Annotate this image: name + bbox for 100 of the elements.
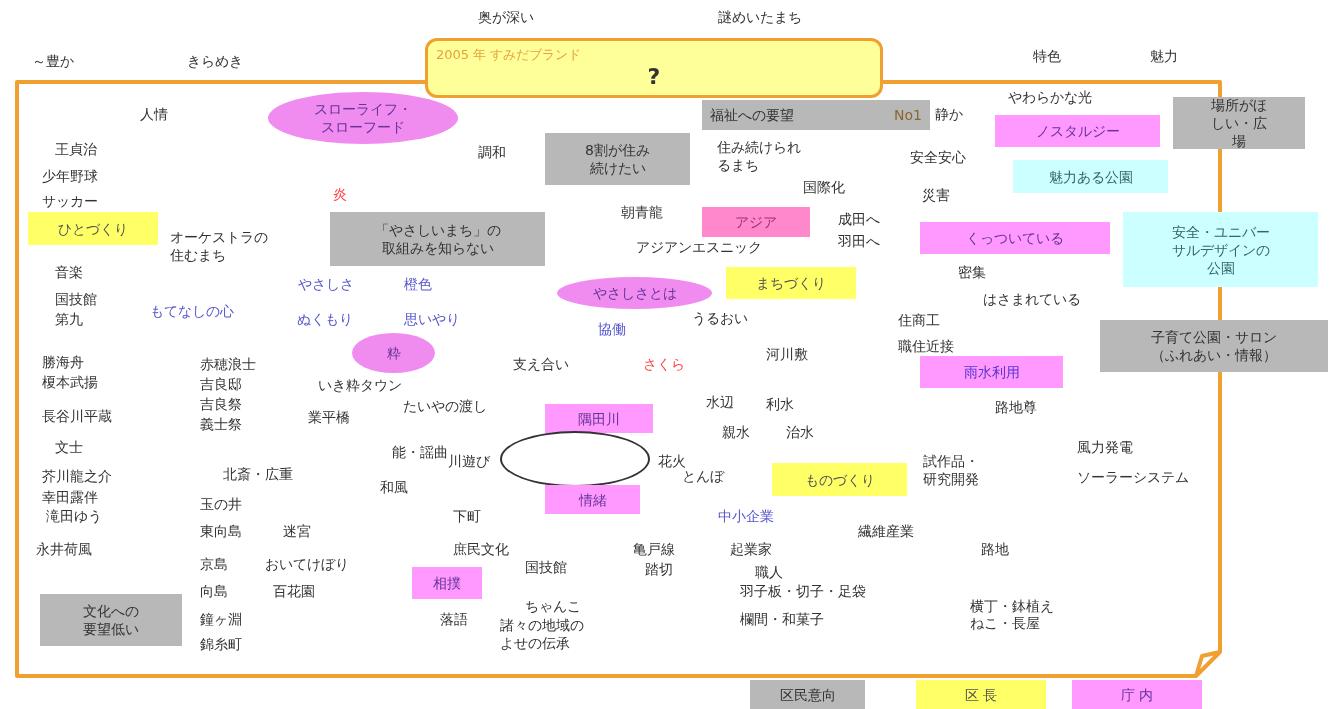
keyword-text: 住商工: [898, 311, 940, 329]
question-mark: ?: [646, 64, 662, 90]
keyword-ellipse: 粋: [352, 333, 435, 373]
keyword-text: 繊維産業: [858, 522, 914, 540]
keyword-text: 静か: [935, 105, 963, 123]
keyword-text: 京島: [200, 555, 228, 573]
keyword-text: 河川敷: [766, 345, 808, 363]
highlight-box: 雨水利用: [920, 356, 1063, 388]
keyword-text: 治水: [786, 423, 814, 441]
issue-box: 場所がほしい・広場: [1173, 97, 1305, 149]
keyword-text: 起業家: [730, 540, 772, 558]
keyword-text: 能・謡曲: [392, 443, 448, 461]
keyword-text: 諸々の地域のよせの伝承: [500, 616, 585, 652]
keyword-text: やさしさ: [298, 275, 354, 293]
keyword-text: 魅力: [1150, 47, 1178, 65]
keyword-text: 路地: [981, 540, 1009, 558]
keyword-text: 音楽: [55, 263, 83, 281]
keyword-text: 第九: [55, 310, 83, 328]
keyword-text: 思いやり: [404, 310, 460, 328]
keyword-text: 勝海舟: [42, 353, 84, 371]
keyword-text: 落語: [440, 610, 468, 628]
keyword-text: 赤穂浪士: [200, 355, 256, 373]
keyword-box: まちづくり: [726, 267, 856, 299]
keyword-text: 榎本武揚: [42, 373, 98, 391]
keyword-text: 滝田ゆう: [46, 507, 102, 525]
keyword-text: 風力発電: [1077, 438, 1133, 456]
keyword-text: 職住近接: [898, 337, 954, 355]
keyword-text: 花火: [658, 452, 686, 470]
keyword-text: ～豊か: [32, 52, 74, 70]
rank-text: No1: [894, 106, 922, 124]
keyword-text: 試作品・研究開発: [923, 452, 980, 488]
keyword-box: ものづくり: [772, 463, 907, 496]
keyword-text: 迷宮: [283, 522, 311, 540]
highlight-box: アジア: [702, 207, 810, 237]
keyword-text: 義士祭: [200, 415, 242, 433]
issue-box: [702, 100, 930, 130]
keyword-text: とんぼ: [682, 468, 724, 485]
highlight-box: 相撲: [412, 567, 482, 599]
keyword-text: いき粋タウン: [318, 376, 402, 394]
keyword-text: うるおい: [692, 309, 748, 327]
keyword-text: アジアンエスニック: [636, 238, 762, 256]
keyword-text: 吉良祭: [200, 395, 242, 413]
keyword-text: 災害: [922, 186, 950, 204]
keyword-text: 亀戸線: [633, 540, 675, 558]
keyword-box: 区 長: [916, 680, 1046, 709]
keyword-text: 錦糸町: [200, 635, 242, 653]
keyword-text: たいやの渡し: [403, 397, 487, 415]
highlight-box: くっついている: [920, 222, 1110, 254]
highlight-box: 情緒: [545, 485, 640, 514]
keyword-text: さくら: [643, 355, 685, 373]
keyword-text: 少年野球: [42, 167, 98, 185]
keyword-text: 芥川龍之介: [42, 467, 112, 485]
issue-box: 文化への要望低い: [40, 594, 182, 646]
keyword-text: 水辺: [706, 393, 734, 411]
keyword-text: 百花園: [273, 582, 315, 600]
keyword-text: 住み続けられるまち: [717, 138, 802, 174]
keyword-text: 安全安心: [910, 148, 966, 166]
keyword-text: 踏切: [645, 560, 673, 578]
keyword-text: 幸田露伴: [42, 488, 98, 506]
keyword-text: 国際化: [803, 178, 845, 196]
keyword-text: 永井荷風: [36, 540, 92, 558]
keyword-text: 職人: [755, 563, 783, 581]
title-box: [425, 38, 883, 98]
keyword-text: 謎めいたまち: [718, 8, 802, 26]
keyword-text: ソーラーシステム: [1077, 468, 1189, 486]
keyword-text: 成田へ: [838, 210, 880, 228]
keyword-text: おいてけぼり: [265, 555, 349, 573]
keyword-text: サッカー: [42, 192, 98, 210]
highlight-box: 隅田川: [545, 404, 653, 433]
keyword-text: 長谷川平蔵: [42, 407, 112, 425]
keyword-ellipse: やさしさとは: [557, 277, 712, 309]
park-box: 魅力ある公園: [1013, 160, 1168, 193]
keyword-box: ひとづくり: [28, 212, 158, 245]
keyword-text: 中小企業: [718, 507, 774, 525]
keyword-text: 親水: [722, 423, 750, 441]
keyword-text: 文士: [55, 438, 83, 456]
keyword-text: 奥が深い: [478, 8, 534, 26]
keyword-text: 業平橋: [308, 408, 350, 426]
keyword-text: 特色: [1033, 47, 1061, 65]
keyword-text: 調和: [478, 143, 506, 161]
keyword-text: 向島: [200, 582, 228, 600]
keyword-text: 横丁・鉢植え: [970, 597, 1054, 615]
issue-box: 区民意向: [750, 680, 865, 709]
keyword-text: もてなしの心: [150, 302, 234, 320]
highlight-box: 庁 内: [1072, 680, 1202, 709]
title-text: 2005 年 すみだブランド: [436, 46, 583, 64]
keyword-text: 炎: [333, 185, 347, 203]
keyword-text: ねこ・長屋: [970, 614, 1040, 632]
keyword-text: 橙色: [404, 275, 432, 293]
keyword-text: 王貞治: [55, 140, 97, 158]
keyword-text: 鐘ヶ淵: [200, 610, 242, 628]
keyword-text: 国技館: [525, 558, 567, 576]
keyword-text: 羽田へ: [838, 232, 880, 250]
keyword-text: 支え合い: [513, 355, 569, 373]
keyword-text: 庶民文化: [453, 540, 509, 558]
keyword-text: 玉の井: [200, 495, 242, 513]
keyword-text: 和風: [380, 478, 408, 496]
park-box: 安全・ユニバーサルデザインの公園: [1123, 212, 1318, 287]
keyword-text: 吉良邸: [200, 375, 242, 393]
keyword-text: オーケストラの住むまち: [170, 228, 269, 264]
